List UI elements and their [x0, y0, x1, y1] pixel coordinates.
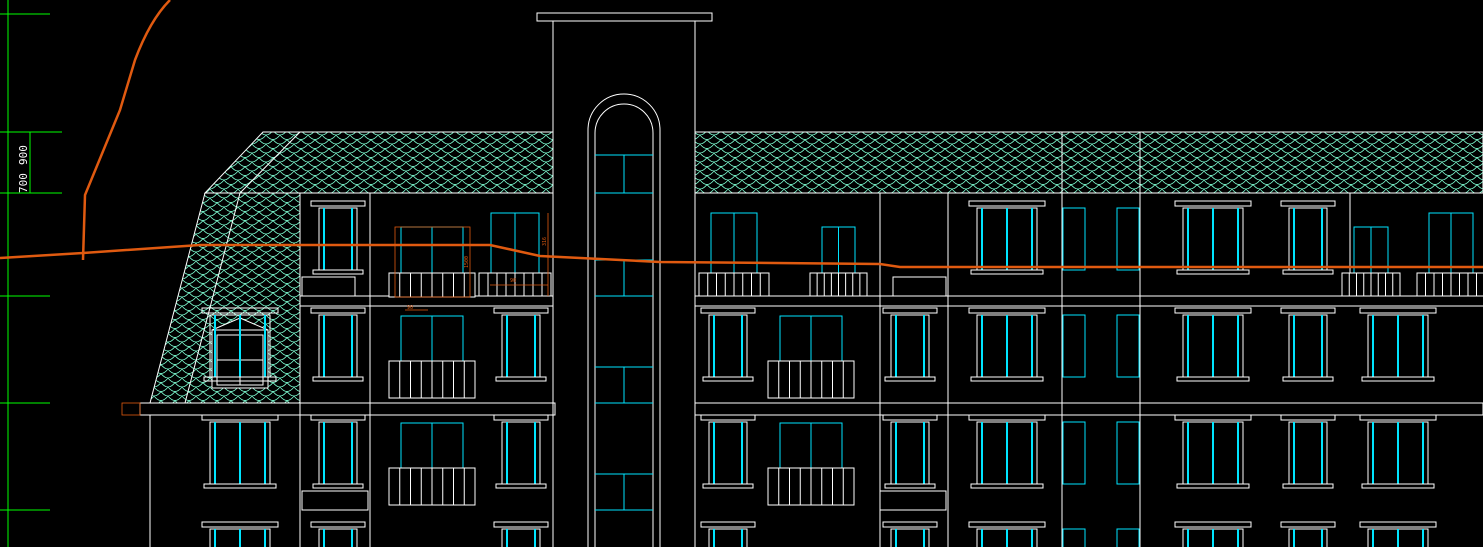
- window-sill: [495, 376, 547, 382]
- balcony-rail: [301, 490, 369, 511]
- window-cornice: [201, 414, 279, 421]
- window-sill: [312, 269, 364, 275]
- window-cornice: [310, 521, 366, 528]
- dim-label-900: 900: [17, 145, 30, 165]
- dim-1500: 1500: [464, 256, 470, 268]
- window-cornice: [1174, 307, 1252, 314]
- window-cornice: [493, 521, 549, 528]
- window-cornice: [1280, 307, 1336, 314]
- window-sill: [1176, 269, 1250, 275]
- window-cornice: [1359, 414, 1437, 421]
- window-sill: [702, 376, 754, 382]
- balcony-rail: [301, 276, 356, 297]
- dim-90-b: 90: [407, 305, 413, 311]
- dim-label-700: 700: [17, 173, 30, 193]
- narrow-window: [1116, 528, 1140, 547]
- window-sill: [1361, 483, 1435, 489]
- window-cornice: [968, 414, 1046, 421]
- markup-line: [0, 243, 1483, 269]
- stair-glazing: [595, 154, 653, 511]
- window-sill: [970, 376, 1044, 382]
- window-sill: [1176, 483, 1250, 489]
- window-cornice: [968, 521, 1046, 528]
- window-cornice: [968, 200, 1046, 207]
- window-sill: [884, 376, 936, 382]
- window-cornice: [882, 414, 938, 421]
- window-cornice: [493, 414, 549, 421]
- window-cornice: [700, 307, 756, 314]
- window-cornice: [201, 521, 279, 528]
- window-frame: [708, 528, 748, 547]
- window-sill: [1282, 269, 1334, 275]
- window-cornice: [700, 521, 756, 528]
- window-frame: [1288, 528, 1328, 547]
- balcony-rail: [879, 490, 947, 511]
- stair-tower: [536, 12, 713, 547]
- narrow-window: [1116, 207, 1140, 271]
- window-cornice: [882, 307, 938, 314]
- window-cornice: [1280, 414, 1336, 421]
- windows-layer: [201, 200, 1483, 547]
- window-sill: [884, 483, 936, 489]
- window-sill: [495, 483, 547, 489]
- window-cornice: [310, 414, 366, 421]
- window-cornice: [1174, 521, 1252, 528]
- narrow-window: [1062, 421, 1086, 485]
- markup-curve: [81, 0, 171, 261]
- window-sill: [1282, 376, 1334, 382]
- window-sill: [312, 376, 364, 382]
- window-frame: [501, 528, 541, 547]
- window-cornice: [1280, 200, 1336, 207]
- narrow-window: [1116, 314, 1140, 378]
- window-frame: [318, 528, 358, 547]
- balcony-rail: [892, 276, 947, 297]
- window-cornice: [201, 307, 279, 314]
- dim-316: 316: [542, 237, 548, 246]
- window-cornice: [882, 521, 938, 528]
- window-cornice: [310, 307, 366, 314]
- left-dimension-line: [0, 0, 62, 547]
- window-sill: [203, 483, 277, 489]
- window-cornice: [700, 414, 756, 421]
- window-sill: [312, 483, 364, 489]
- narrow-window: [1116, 421, 1140, 485]
- window-sill: [702, 483, 754, 489]
- narrow-window: [1062, 528, 1086, 547]
- narrow-window: [1062, 314, 1086, 378]
- window-sill: [203, 376, 277, 382]
- window-cornice: [1280, 521, 1336, 528]
- window-sill: [1176, 376, 1250, 382]
- narrow-window: [1062, 207, 1086, 271]
- window-cornice: [310, 200, 366, 207]
- window-sill: [1361, 376, 1435, 382]
- dim-90-a: 90: [510, 278, 516, 284]
- balcony-rail: [1416, 272, 1483, 297]
- window-sill: [1282, 483, 1334, 489]
- window-cornice: [1174, 200, 1252, 207]
- window-frame: [890, 528, 930, 547]
- stair-window-dimensions: [121, 213, 549, 416]
- window-cornice: [493, 307, 549, 314]
- window-cornice: [1359, 307, 1437, 314]
- window-sill: [970, 483, 1044, 489]
- window-sill: [970, 269, 1044, 275]
- window-cornice: [968, 307, 1046, 314]
- window-cornice: [1174, 414, 1252, 421]
- window-cornice: [1359, 521, 1437, 528]
